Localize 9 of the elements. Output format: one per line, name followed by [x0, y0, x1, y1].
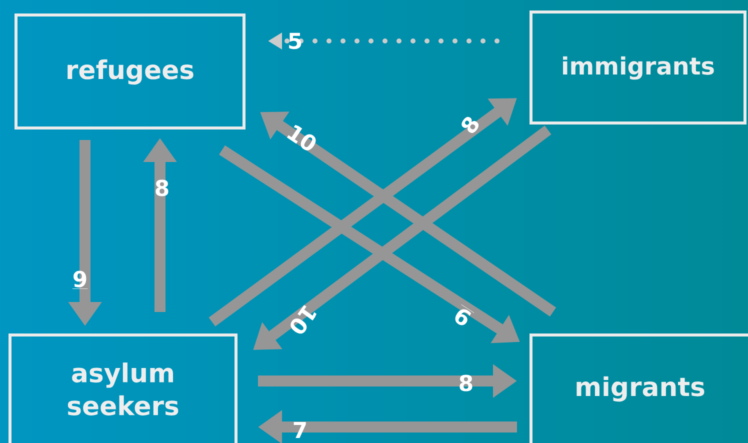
edge-label: 10 — [290, 304, 316, 334]
category-box: migrants — [530, 334, 748, 443]
category-box: immigrants — [530, 10, 746, 124]
category-box: asylum seekers — [8, 334, 238, 443]
category-box: refugees — [14, 14, 246, 130]
edge-label: 10 — [286, 124, 316, 150]
edge-label: 5 — [289, 32, 302, 50]
edge-label: 9 — [455, 304, 474, 326]
edge-label: 8 — [462, 116, 479, 134]
